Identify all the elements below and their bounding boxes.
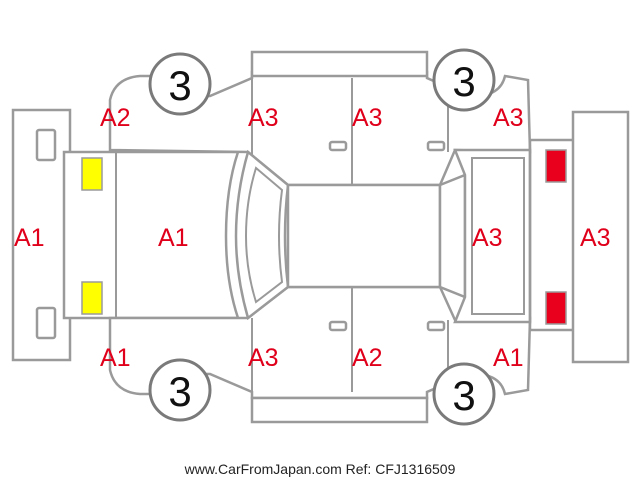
wheel-front-right: 3: [148, 358, 212, 422]
front-bumper-right-slot: [35, 306, 57, 340]
code-rear-left-door: A3: [352, 104, 383, 132]
wheel-rear-left-rating: 3: [452, 58, 475, 105]
rear-bumper-inner: [528, 138, 577, 332]
code-front-left-door: A3: [248, 104, 279, 132]
wheel-rear-left: 3: [432, 48, 496, 112]
left-front-handle: [328, 140, 348, 152]
code-rear-right-quarter: A1: [493, 344, 524, 372]
code-rear-right-door: A2: [352, 344, 383, 372]
tailgate-window: [471, 157, 525, 315]
wheel-front-left-rating: 3: [168, 62, 191, 109]
watermark-reference: www.CarFromJapan.com Ref: CFJ1316509: [184, 461, 456, 477]
wheel-front-left: 3: [148, 52, 212, 116]
wheel-rear-right-rating: 3: [452, 372, 475, 419]
rear-lamp-left: [545, 149, 567, 183]
windshield-inner: [244, 166, 284, 304]
wheel-front-right-rating: 3: [168, 368, 191, 415]
code-front-right-fender: A1: [100, 344, 131, 372]
code-tailgate: A3: [472, 224, 503, 252]
rear-window-outline: [438, 173, 467, 299]
right-rear-handle: [426, 320, 446, 332]
front-lamp-right: [81, 281, 103, 315]
right-side-step: [250, 396, 429, 424]
right-side-outline: [108, 285, 532, 400]
code-front-bumper: A1: [14, 224, 45, 252]
left-side-outline: [108, 70, 532, 187]
code-front-left-fender: A2: [100, 104, 131, 132]
wheel-rear-right: 3: [432, 362, 496, 426]
right-front-handle: [328, 320, 348, 332]
code-front-right-door: A3: [248, 344, 279, 372]
code-hood: A1: [158, 224, 189, 252]
code-rear-left-quarter: A3: [493, 104, 524, 132]
rear-lamp-right: [545, 291, 567, 325]
front-lamp-left: [81, 157, 103, 191]
front-bumper-left-slot: [35, 128, 57, 162]
hood-outline: [62, 150, 240, 320]
code-rear-bumper: A3: [580, 224, 611, 252]
roof-outline: [286, 183, 442, 289]
rear-bumper-outline: [571, 110, 630, 364]
left-side-step: [250, 50, 429, 78]
left-rear-handle: [426, 140, 446, 152]
front-bumper-outline: [11, 108, 72, 362]
